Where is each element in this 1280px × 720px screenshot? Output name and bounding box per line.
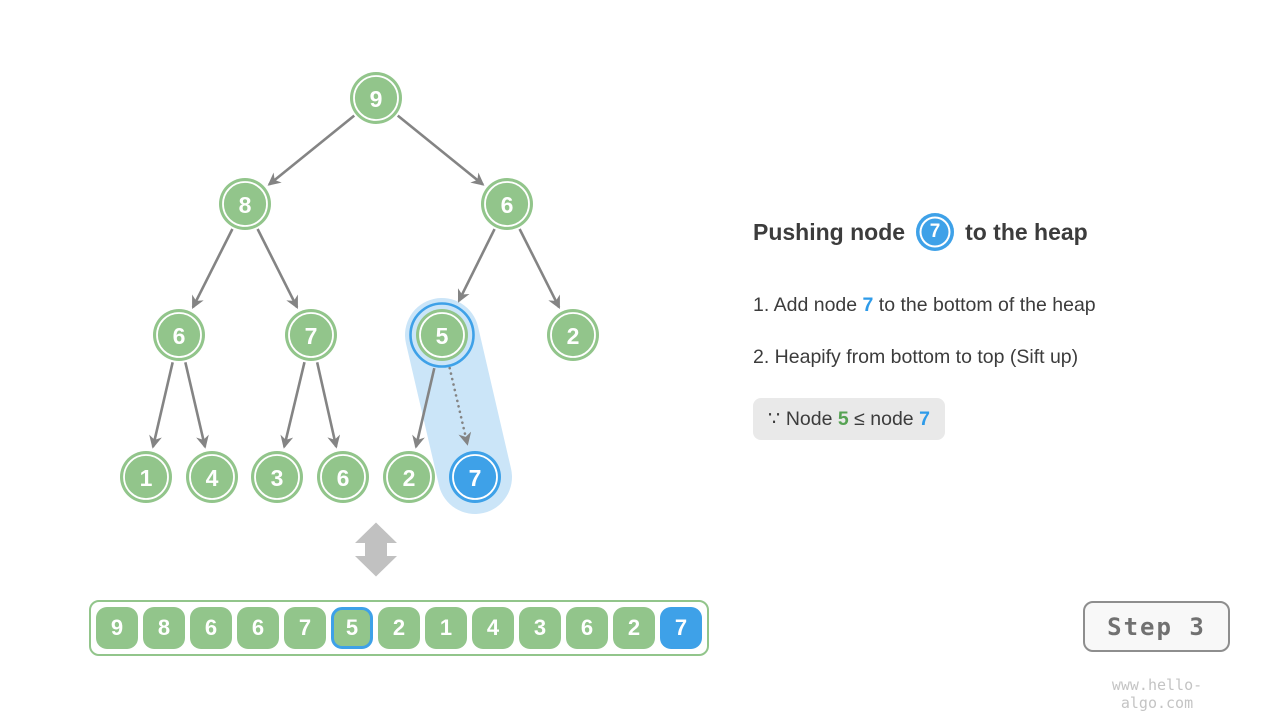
array-cell-1: 8 (143, 607, 185, 649)
svg-text:2: 2 (567, 323, 580, 349)
reason-note: ∵ Node 5 ≤ node 7 (753, 398, 945, 440)
tree-edge (280, 361, 306, 449)
array-cell-9: 3 (519, 607, 561, 649)
svg-text:3: 3 (271, 465, 284, 491)
tree-node-5: 5 (409, 302, 475, 368)
heap-tree-canvas: 9 8 6 6 7 5 2 1 4 3 6 2 7 (120, 72, 599, 577)
svg-text:6: 6 (501, 192, 514, 218)
svg-text:6: 6 (173, 323, 186, 349)
array-cell-6: 2 (378, 607, 420, 649)
tree-array-equivalence-icon (355, 522, 397, 577)
tree-node-2: 2 (383, 451, 435, 503)
array-cell-2: 6 (190, 607, 232, 649)
panel-title: Pushing node 7 to the heap (753, 210, 1223, 254)
tree-edge (256, 228, 299, 310)
watermark: www.hello-algo.com (1111, 676, 1203, 712)
tree-edge (184, 361, 209, 449)
step2-text: 2. Heapify from bottom to top (Sift up) (753, 346, 1079, 368)
tree-edge (457, 228, 496, 303)
tree-edge (518, 228, 561, 310)
tree-node-8: 8 (219, 178, 271, 230)
step1-text-tail: to the bottom of the heap (873, 294, 1096, 316)
step-indicator-label: Step 3 (1107, 612, 1206, 641)
instruction-step-1: 1. Add node 7 to the bottom of the heap (753, 292, 1223, 318)
array-cell-10: 6 (566, 607, 608, 649)
tree-node-6: 6 (153, 309, 205, 361)
svg-text:5: 5 (436, 323, 449, 349)
note-green-value: 5 (837, 408, 849, 430)
array-cell-12: 7 (660, 607, 702, 649)
tree-edge (149, 361, 174, 449)
tree-node-1: 1 (120, 451, 172, 503)
tree-edge (412, 367, 436, 449)
tree-node-7: 7 (285, 309, 337, 361)
note-blue-value: 7 (919, 408, 930, 430)
note-text-mid: ≤ node (848, 408, 920, 430)
svg-text:6: 6 (337, 465, 350, 491)
svg-text:8: 8 (239, 192, 252, 218)
step1-text: 1. Add node (753, 294, 863, 316)
array-cell-3: 6 (237, 607, 279, 649)
svg-text:7: 7 (305, 323, 318, 349)
inline-node-value: 7 (929, 221, 941, 242)
tree-edge (396, 114, 485, 186)
tree-node-6: 6 (317, 451, 369, 503)
title-prefix: Pushing node (753, 218, 906, 245)
svg-text:1: 1 (140, 465, 153, 491)
tree-node-9: 9 (350, 72, 402, 124)
array-cell-7: 1 (425, 607, 467, 649)
svg-text:9: 9 (370, 86, 383, 112)
tree-node-7: 7 (449, 451, 501, 503)
explanation-panel: Pushing node 7 to the heap 1. Add node 7… (753, 210, 1223, 440)
array-cell-0: 9 (96, 607, 138, 649)
tree-edge (315, 362, 341, 449)
tree-edge (191, 228, 234, 310)
array-cell-8: 4 (472, 607, 514, 649)
inline-node-icon: 7 (916, 213, 955, 251)
step1-accent: 7 (862, 294, 874, 316)
tree-node-2: 2 (547, 309, 599, 361)
svg-text:4: 4 (206, 465, 219, 491)
array-cell-5: 5 (331, 607, 373, 649)
array-cell-4: 7 (284, 607, 326, 649)
tree-node-4: 4 (186, 451, 238, 503)
tree-edge (267, 114, 356, 186)
svg-text:7: 7 (469, 465, 482, 491)
array-cell-11: 2 (613, 607, 655, 649)
tree-node-3: 3 (251, 451, 303, 503)
title-suffix: to the heap (965, 218, 1088, 245)
sift-compare-edge-dotted (448, 366, 472, 446)
instruction-step-2: 2. Heapify from bottom to top (Sift up) (753, 344, 1223, 370)
tree-node-6: 6 (481, 178, 533, 230)
step-indicator: Step 3 (1083, 601, 1230, 652)
note-text: ∵ Node (768, 408, 838, 430)
svg-text:2: 2 (403, 465, 416, 491)
